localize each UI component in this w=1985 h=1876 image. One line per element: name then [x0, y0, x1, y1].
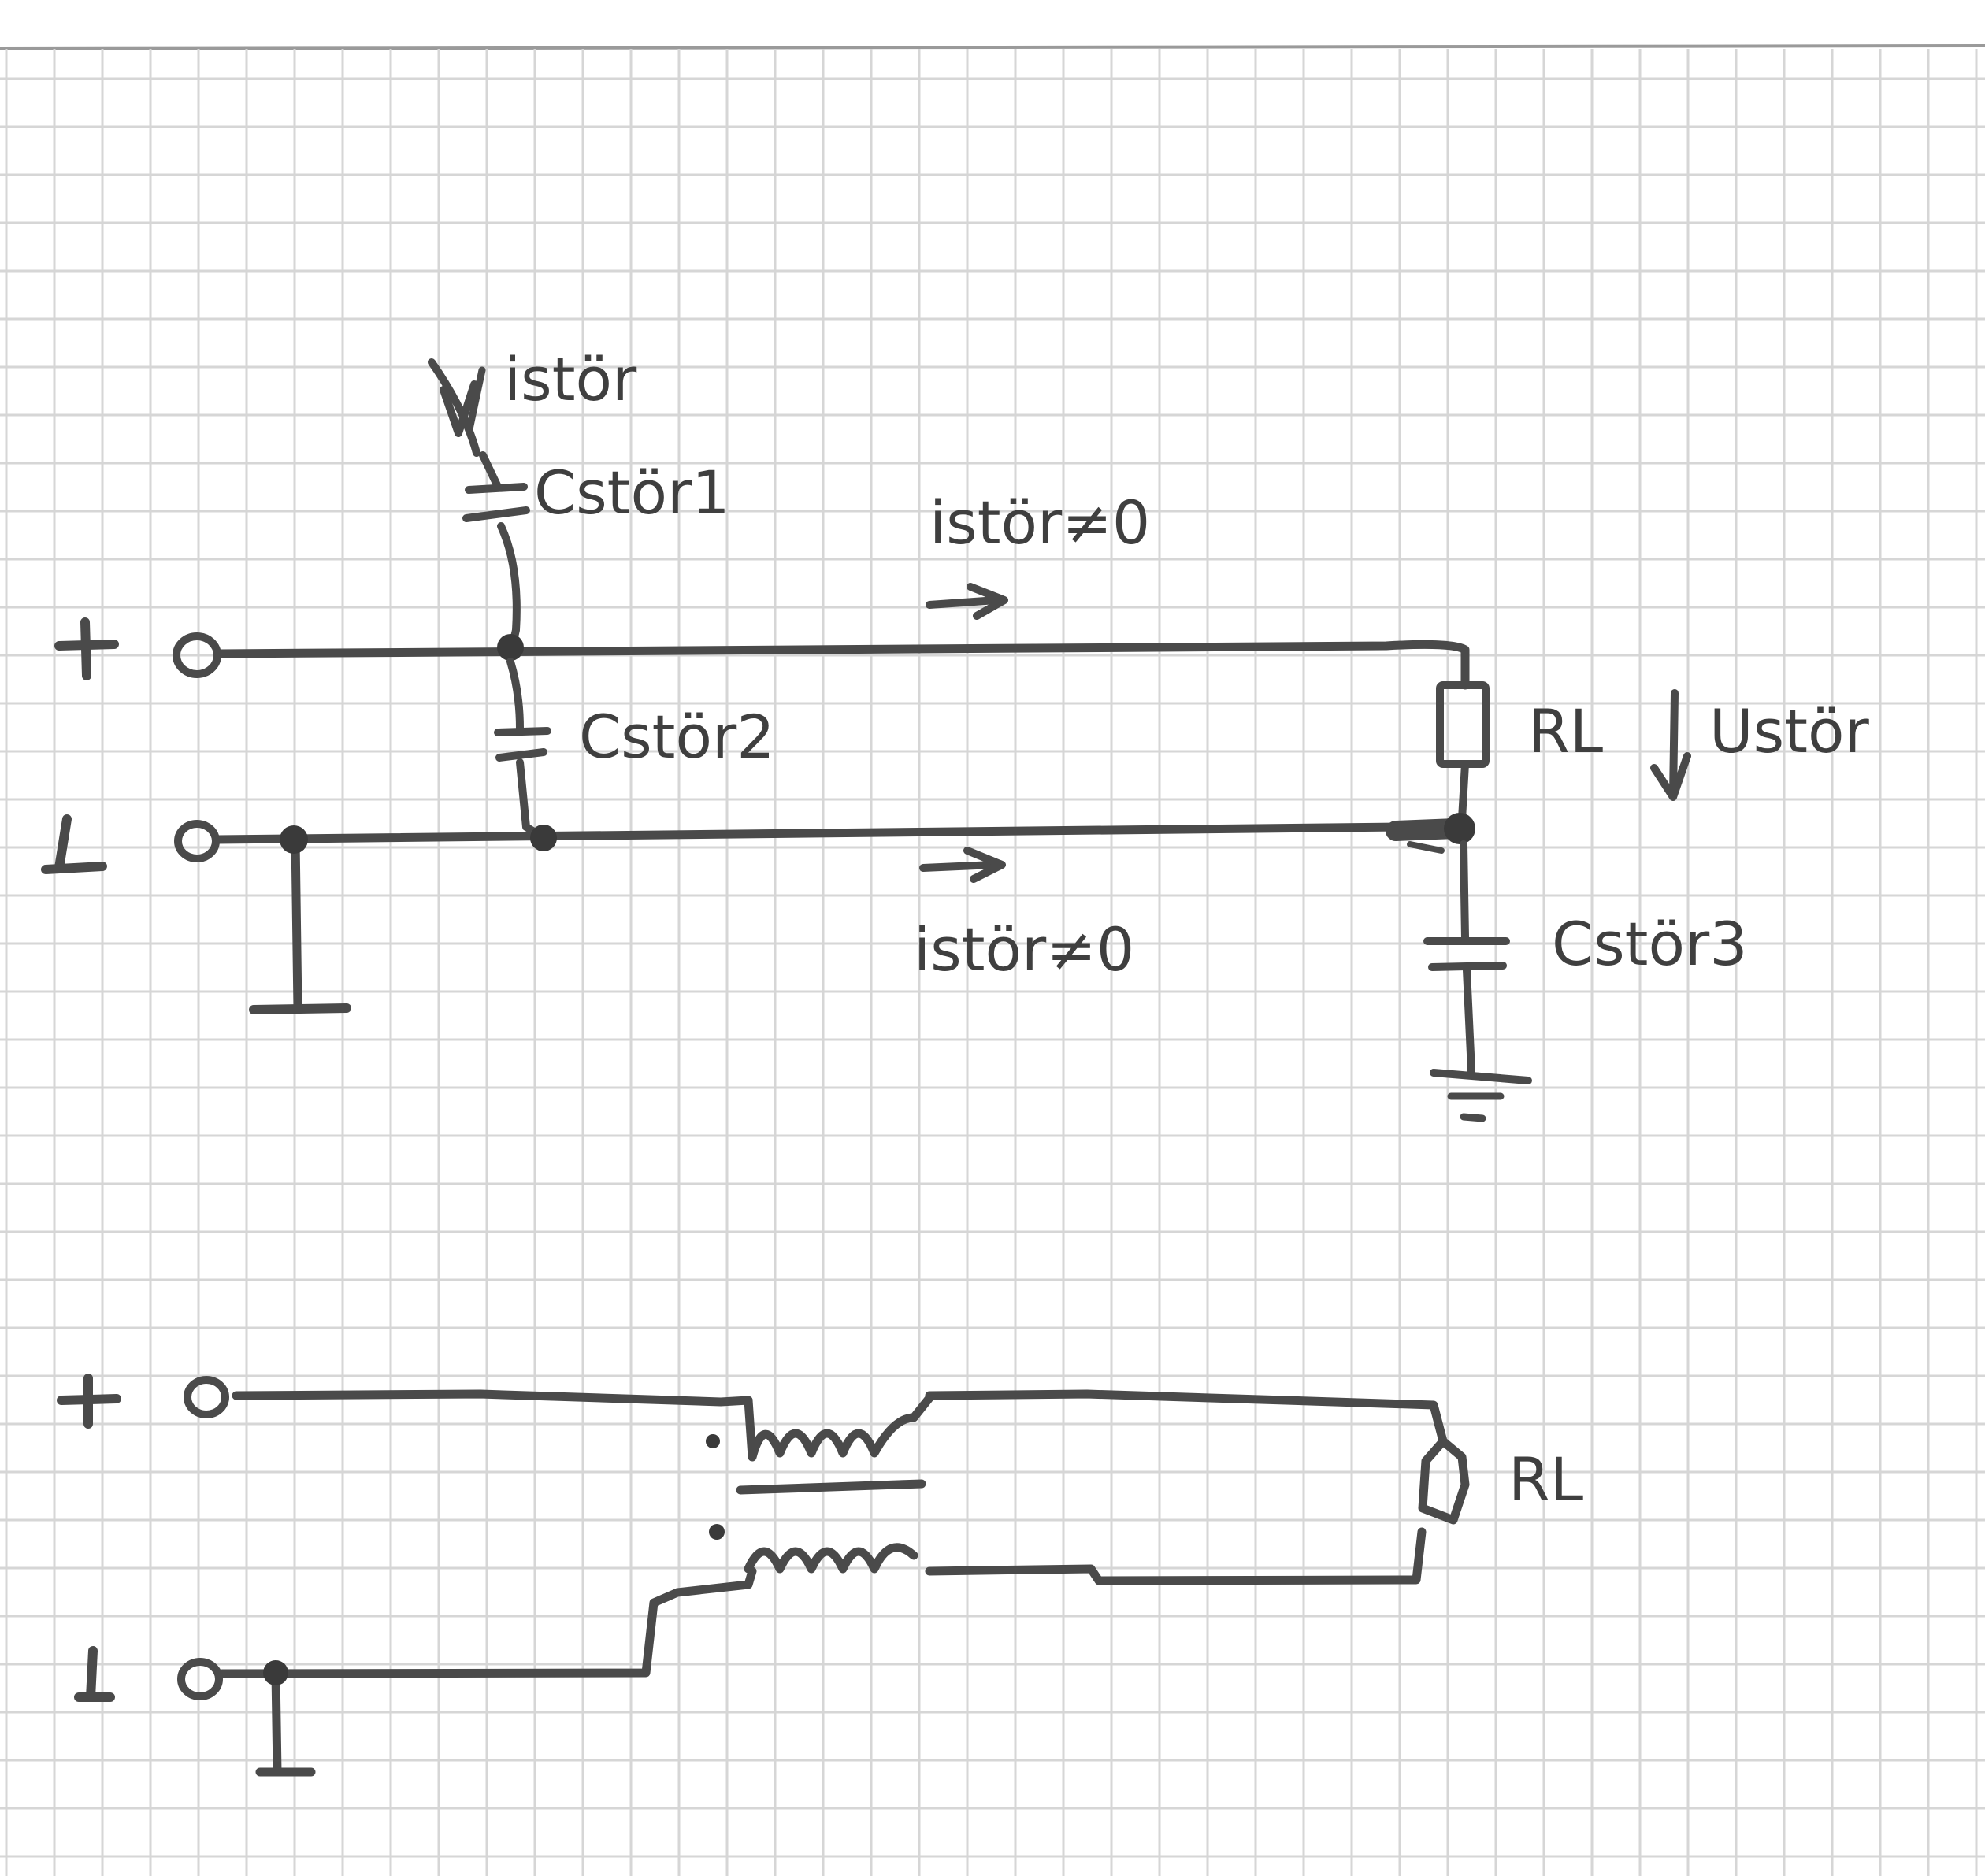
resistor-rl-1: [1436, 681, 1490, 823]
junction-dot: [530, 825, 557, 851]
bottom-rail-2: [925, 1527, 1427, 1585]
resistor-rl-2: [1418, 1437, 1470, 1525]
inductor-lower-winding: [744, 1543, 918, 1574]
current-arrow-istoer: [428, 358, 486, 457]
voltage-arrow-ustoer: [1650, 689, 1691, 801]
istoer-label: istör: [504, 344, 637, 414]
ground-symbol-right-1: [1430, 1069, 1532, 1122]
circuit-2: + ⊥ RL: [32, 1362, 1583, 1777]
terminal-minus-label-2: ⊥: [32, 1653, 83, 1723]
minus-feed-2: [217, 1566, 757, 1678]
cstoer1-label: Cstör1: [534, 458, 730, 528]
circuit-1: + ⊥ istör: [32, 344, 1870, 1122]
cstoer2-label: Cstör2: [579, 702, 775, 772]
terminal-plus-2: +: [32, 1362, 229, 1432]
rl-label-1: RL: [1528, 696, 1603, 766]
cstoer3-label: Cstör3: [1552, 909, 1748, 979]
winding-dot: [706, 1434, 720, 1448]
inductor-upper-winding: [744, 1393, 934, 1462]
istoer-bottom-label: istör≠0: [914, 914, 1134, 984]
top-rail-2: [232, 1389, 753, 1407]
junction-dot: [280, 825, 308, 854]
top-rail-1: [214, 640, 1470, 690]
terminal-plus-label-2: +: [32, 1362, 82, 1432]
terminal-minus-2: ⊥: [32, 1646, 223, 1723]
capacitor-cstoer3: [1423, 840, 1510, 1075]
junction-dot: [1444, 813, 1475, 844]
arrow-bottom-current: [919, 847, 1006, 883]
terminal-minus-label-1: ⊥: [32, 820, 83, 890]
inductor-core: [736, 1479, 926, 1495]
ground-symbol-left-2: [255, 1669, 316, 1777]
arrow-top-current: [926, 583, 1008, 620]
rl-label-2: RL: [1508, 1444, 1583, 1515]
ground-symbol-left-1: [249, 835, 351, 1014]
junction-dot: [497, 634, 524, 661]
junction-dot: [263, 1660, 288, 1685]
istoer-top-label: istör≠0: [929, 488, 1150, 558]
winding-dot: [709, 1524, 725, 1540]
capacitor-cstoer1: [462, 451, 530, 651]
terminal-plus-label-1: +: [32, 614, 82, 684]
ustoer-label: Ustör: [1709, 696, 1870, 766]
